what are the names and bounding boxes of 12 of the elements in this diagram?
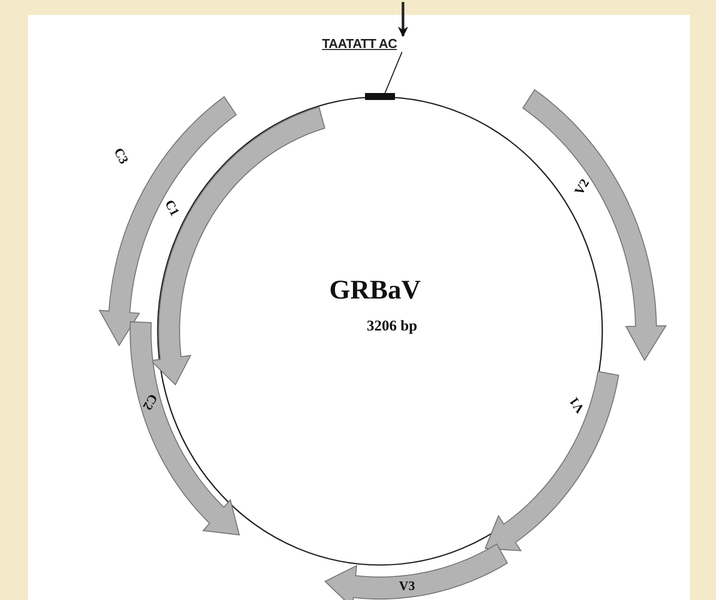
pointer-arrow [398,2,408,38]
gene-label: C2 [139,391,161,413]
sequence-label: TAATATT AC [322,36,397,52]
gene-label: V1 [566,394,588,416]
gene-label: V2 [571,176,593,198]
origin-bar [365,93,395,100]
leader-line [384,52,402,94]
gene-label: C3 [110,145,132,167]
genome-name: GRBaV [329,274,421,306]
genome-size: 3206 bp [366,318,418,336]
gene-label: C1 [161,197,183,219]
gene-label: V3 [399,578,415,594]
